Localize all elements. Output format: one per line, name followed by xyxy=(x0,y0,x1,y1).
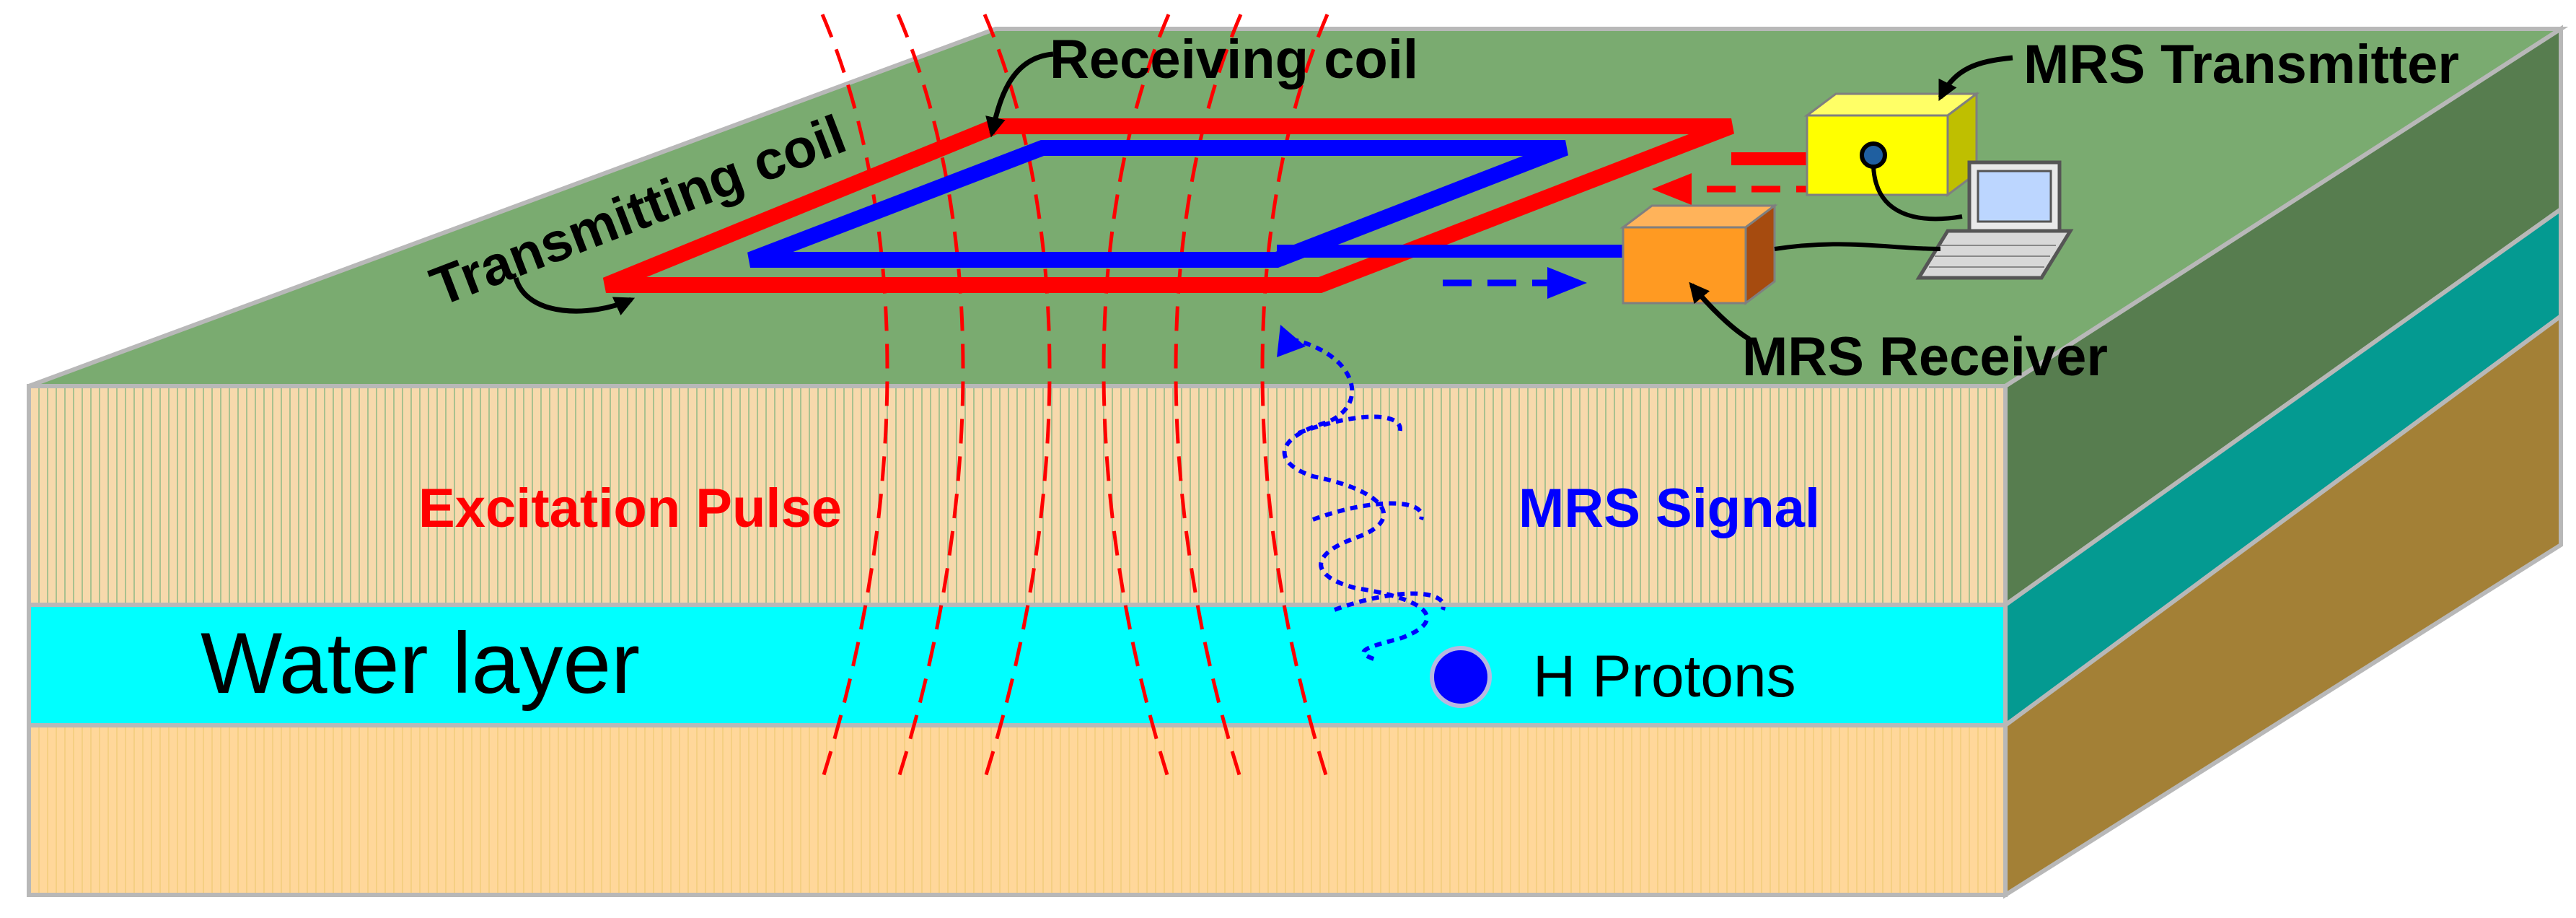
transmitter-laptop-cable xyxy=(1871,165,1963,222)
mrs-transmitter-box xyxy=(1803,92,1980,197)
mrs-transmitter-label: MRS Transmitter xyxy=(2023,34,2459,95)
callout-arrows xyxy=(513,51,2013,342)
field-line-6 xyxy=(1260,14,1329,780)
transmitting-coil xyxy=(602,118,1818,293)
transmitter-flow-arrow-head xyxy=(1652,173,1692,205)
water-layer-label: Water layer xyxy=(201,615,640,712)
mrs-receiver-label: MRS Receiver xyxy=(1742,326,2108,388)
field-line-4 xyxy=(1102,14,1171,780)
h-proton-icon xyxy=(1430,646,1492,708)
receiver-laptop-cable xyxy=(1774,242,1941,251)
transmitter-port-icon xyxy=(1860,141,1887,169)
receiver-flow-arrow-head xyxy=(1547,267,1587,299)
transmitting-coil-loop xyxy=(602,118,1734,293)
mrs-signal-label: MRS Signal xyxy=(1518,478,1820,539)
excitation-field-lines xyxy=(820,14,1329,780)
front-water-layer xyxy=(27,603,2008,727)
receiving-coil xyxy=(747,140,1638,268)
field-line-3 xyxy=(983,14,1052,780)
receiving-coil-label: Receiving coil xyxy=(1050,29,1418,90)
receiving-coil-callout xyxy=(985,51,1054,138)
h-protons-label: H Protons xyxy=(1533,644,1796,709)
mrs-transmitter-callout xyxy=(1938,55,2013,102)
mrs-receiver-box xyxy=(1619,204,1778,305)
ground-block xyxy=(27,25,2569,899)
cables xyxy=(1774,165,1963,251)
excitation-pulse-label: Excitation Pulse xyxy=(418,478,842,539)
receiving-coil-loop xyxy=(747,140,1568,268)
laptop-icon xyxy=(1915,160,2074,280)
mrs-signal-arrow-head xyxy=(1277,325,1306,357)
front-bottom-soil xyxy=(27,723,2008,897)
field-line-1 xyxy=(820,14,889,780)
transmitting-coil-callout xyxy=(513,276,636,316)
mrs-receiver-callout xyxy=(1689,281,1751,342)
field-line-2 xyxy=(896,14,965,780)
field-line-5 xyxy=(1174,14,1243,780)
mrs-signal-wave xyxy=(1282,337,1446,663)
